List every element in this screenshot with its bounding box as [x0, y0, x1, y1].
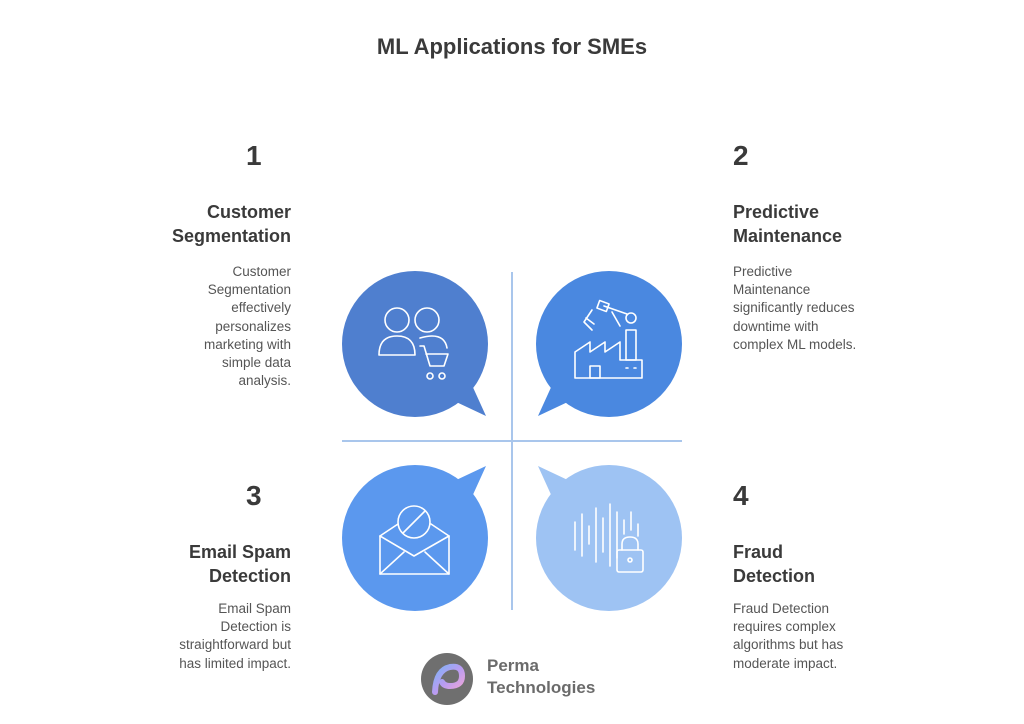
- quadrant-3-description: Email Spam Detection is straightforward …: [179, 601, 291, 671]
- soundwave-lock-icon: [574, 503, 644, 573]
- quadrant-2-description: Predictive Maintenance significantly red…: [733, 264, 857, 352]
- quadrant-1-heading: Customer Segmentation: [171, 202, 291, 246]
- quadrant-4-number: 4: [733, 480, 749, 511]
- quadrant-2-heading: Predictive Maintenance: [733, 202, 843, 246]
- quadrant-3-number: 3: [246, 480, 262, 511]
- blocked-envelope-icon: [379, 505, 450, 575]
- quadrant-1-bubble: [342, 271, 488, 417]
- quadrant-1-description: Customer Segmentation effectively person…: [203, 264, 291, 389]
- quadrant-4-bubble: [536, 465, 682, 611]
- quadrant-2-number: 2: [733, 140, 749, 171]
- quadrant-1-number: 1: [246, 140, 262, 171]
- quadrant-4-heading: Fraud Detection: [733, 542, 816, 586]
- quadrant-3-heading: Email Spam Detection: [188, 542, 291, 586]
- logo-wordmark: Perma Technologies: [487, 656, 596, 697]
- people-cart-icon: [378, 307, 449, 380]
- quadrant-4-description: Fraud Detection requires complex algorit…: [733, 601, 844, 671]
- perma-logo-icon: [421, 653, 473, 705]
- page-title: ML Applications for SMEs: [376, 34, 648, 59]
- factory-robot-arm-icon: [574, 299, 643, 379]
- quadrant-2-bubble: [536, 271, 682, 417]
